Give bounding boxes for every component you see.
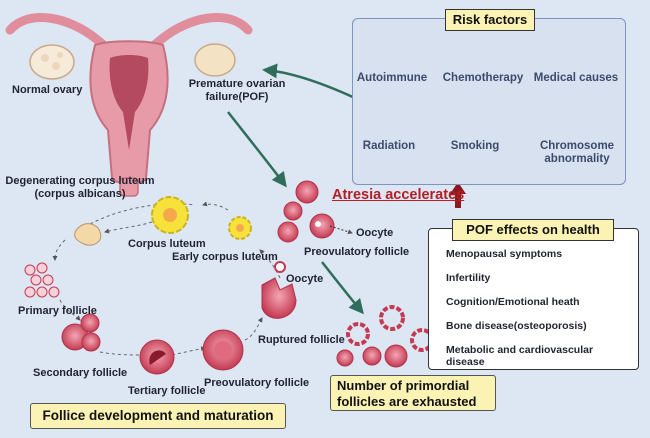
pof-to-atresia-arrow — [227, 111, 287, 188]
atresia-accelerates-label: Atresia accelerates — [332, 187, 465, 203]
pof-label-line1: Premature ovarian — [188, 78, 286, 90]
exhausted-follicles — [336, 305, 434, 368]
effect-item-cognition: Cognition/Emotional heath — [446, 296, 580, 308]
secondary-follicle-label: Secondary follicle — [33, 367, 128, 379]
effect-item-metabolic-line2: disease — [446, 356, 485, 368]
pof-effects-title: POF effects on health — [452, 219, 614, 241]
exhausted-line1: Number of primordial — [337, 378, 470, 393]
primary-follicle-label: Primary follicle — [18, 305, 97, 317]
follicle-development-title: Follice development and maturation — [30, 403, 286, 429]
effect-item-menopausal: Menopausal symptoms — [446, 248, 563, 260]
uterus-illustration — [5, 13, 253, 197]
pof-ovary-icon — [194, 43, 236, 77]
pof-effects-panel — [428, 228, 639, 370]
preovulatory-follicle-label: Preovulatory follicle — [204, 377, 310, 389]
risk-label-chromosome-line2: abnormality — [544, 153, 610, 165]
follicles-exhausted-box: Number of primordial follicles are exhau… — [330, 375, 496, 411]
ruptured-follicle-label: Ruptured follicle — [258, 334, 345, 346]
degenerating-line1: Degenerating corpus luteum — [5, 175, 155, 187]
effect-item-infertility: Infertility — [446, 272, 491, 284]
pof-label: Premature ovarian failure(POF) — [177, 78, 297, 104]
risk-label-smoking: Smoking — [450, 140, 500, 152]
risk-label-chromosome: Chromosome abnormality — [530, 140, 624, 166]
follicle-cycle — [24, 196, 297, 375]
released-oocyte-label: Oocyte — [286, 273, 324, 285]
risk-label-chromosome-line1: Chromosome — [539, 140, 615, 152]
atretic-oocyte-label: Oocyte — [356, 227, 394, 239]
normal-ovary-icon — [29, 44, 75, 80]
degenerating-line2: (corpus albicans) — [34, 188, 126, 200]
risk-label-medical-causes: Medical causes — [533, 72, 619, 84]
atretic-preovulatory-label: Preovulatory follicle — [304, 246, 410, 258]
risk-factors-panel — [352, 18, 626, 185]
exhausted-line2: follicles are exhausted — [337, 394, 477, 409]
risk-label-radiation: Radiation — [362, 140, 416, 152]
effect-item-bone: Bone disease(osteoporosis) — [446, 320, 587, 332]
early-corpus-luteum-label: Early corpus luteum — [172, 251, 278, 263]
atretic-follicles — [277, 180, 353, 243]
risk-label-autoimmune: Autoimmune — [356, 72, 428, 84]
risk-label-chemotherapy: Chemotherapy — [442, 72, 524, 84]
risk-factors-title: Risk factors — [445, 9, 535, 31]
effect-item-metabolic: Metabolic and cardiovascular — [446, 344, 594, 356]
increase-arrow-icon — [450, 182, 466, 208]
tertiary-follicle-label: Tertiary follicle — [128, 385, 206, 397]
corpus-luteum-label: Corpus luteum — [128, 238, 206, 250]
risk-to-pof-arrow — [262, 63, 356, 100]
atresia-to-exhaustion-arrow — [321, 261, 364, 315]
degenerating-corpus-luteum-label: Degenerating corpus luteum (corpus albic… — [0, 175, 160, 201]
pof-label-line2: failure(POF) — [205, 91, 269, 103]
normal-ovary-label: Normal ovary — [12, 84, 83, 96]
